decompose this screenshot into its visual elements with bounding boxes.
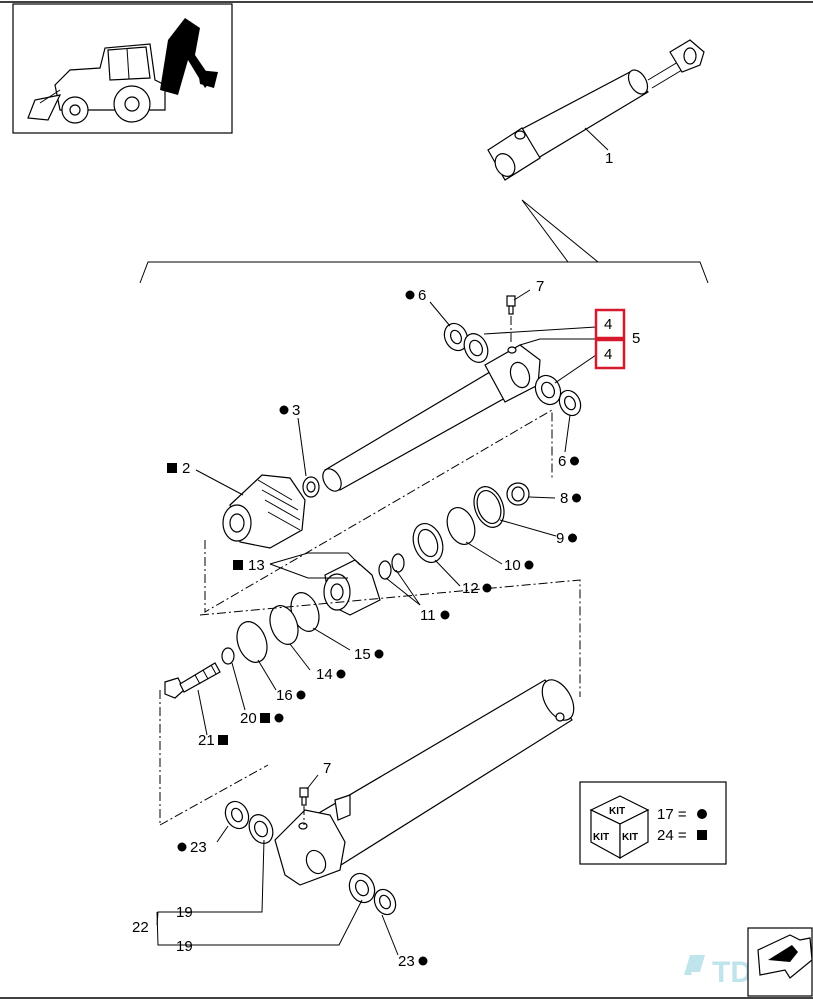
machine-thumbnail	[12, 3, 233, 134]
assembly-lines	[159, 409, 581, 826]
callout-5: 5	[632, 330, 640, 347]
kit-box-left: KIT	[593, 832, 609, 843]
callout-6-top: 6	[418, 287, 426, 304]
callout-14: 14	[316, 666, 333, 683]
callout-8: 8	[560, 490, 568, 507]
circle-symbol	[524, 560, 534, 570]
seal-14	[269, 605, 299, 645]
cylinder-assembly	[487, 39, 705, 181]
ring-10	[446, 507, 476, 545]
circle-symbol	[279, 405, 289, 415]
callouts: 1 7 6 4 5 4 3 2 6 8 9 10 13 12 11 15 14 …	[132, 150, 640, 970]
callout-22: 22	[132, 919, 149, 936]
callout-9: 9	[556, 530, 564, 547]
callout-19-upper: 19	[176, 904, 193, 921]
callout-7-bottom: 7	[323, 760, 331, 777]
kit-box-top: KIT	[609, 806, 625, 817]
circle-symbol	[405, 290, 415, 300]
leader-lines	[156, 289, 597, 956]
kit-box-right: KIT	[622, 832, 638, 843]
ring-11a	[391, 553, 405, 573]
kit-legend-square: 24 =	[657, 827, 687, 844]
square-symbol	[697, 830, 707, 840]
next-page-arrow-icon[interactable]	[747, 927, 813, 997]
circle-symbol	[482, 583, 492, 593]
grease-nipple-bottom	[299, 787, 309, 825]
callout-13: 13	[248, 557, 265, 574]
callout-3: 3	[292, 402, 300, 419]
square-symbol	[167, 463, 177, 473]
square-symbol	[218, 735, 228, 745]
callout-19-lower: 19	[176, 938, 193, 955]
callout-4-lower: 4	[604, 346, 612, 363]
callout-6-right: 6	[558, 453, 566, 470]
callout-10: 10	[504, 557, 521, 574]
explode-bracket	[139, 199, 709, 284]
square-symbol	[233, 560, 243, 570]
callout-16: 16	[276, 687, 293, 704]
washer-20	[221, 647, 235, 665]
highlight-box-4b	[594, 338, 626, 370]
callout-2: 2	[182, 460, 190, 477]
circle-symbol	[296, 690, 306, 700]
callout-11: 11	[420, 607, 436, 624]
gland-head	[222, 474, 306, 549]
kit-legend-circle: 17 =	[657, 806, 687, 823]
grease-nipple-top	[506, 295, 516, 345]
circle-symbol	[418, 956, 428, 966]
circle-symbol	[572, 493, 581, 503]
circle-symbol	[374, 649, 384, 659]
square-symbol	[260, 713, 270, 723]
callout-12: 12	[462, 580, 479, 597]
piston-rod	[322, 344, 541, 492]
callout-20: 20	[240, 710, 257, 727]
circle-symbol	[697, 809, 707, 819]
callout-23-left: 23	[190, 839, 207, 856]
circle-symbol	[336, 669, 346, 679]
callout-15: 15	[354, 646, 371, 663]
circle-symbol	[274, 713, 284, 723]
kit-legend: KIT KIT KIT 17 = 24 =	[579, 781, 727, 865]
bolt	[164, 662, 221, 699]
circle-symbol	[440, 610, 450, 620]
circle-symbol	[570, 456, 579, 466]
piston	[323, 559, 381, 616]
callout-1: 1	[605, 150, 613, 167]
circle-symbol	[177, 842, 187, 852]
callout-4-upper: 4	[604, 316, 612, 333]
seal-16	[236, 621, 268, 663]
cylinder-barrel	[274, 679, 575, 886]
highlight-box-4a	[594, 308, 626, 340]
callout-23-right: 23	[398, 953, 415, 970]
callout-7-top: 7	[536, 278, 544, 295]
circle-symbol	[568, 533, 577, 543]
ring-11b	[378, 560, 392, 580]
callout-21: 21	[198, 732, 215, 749]
